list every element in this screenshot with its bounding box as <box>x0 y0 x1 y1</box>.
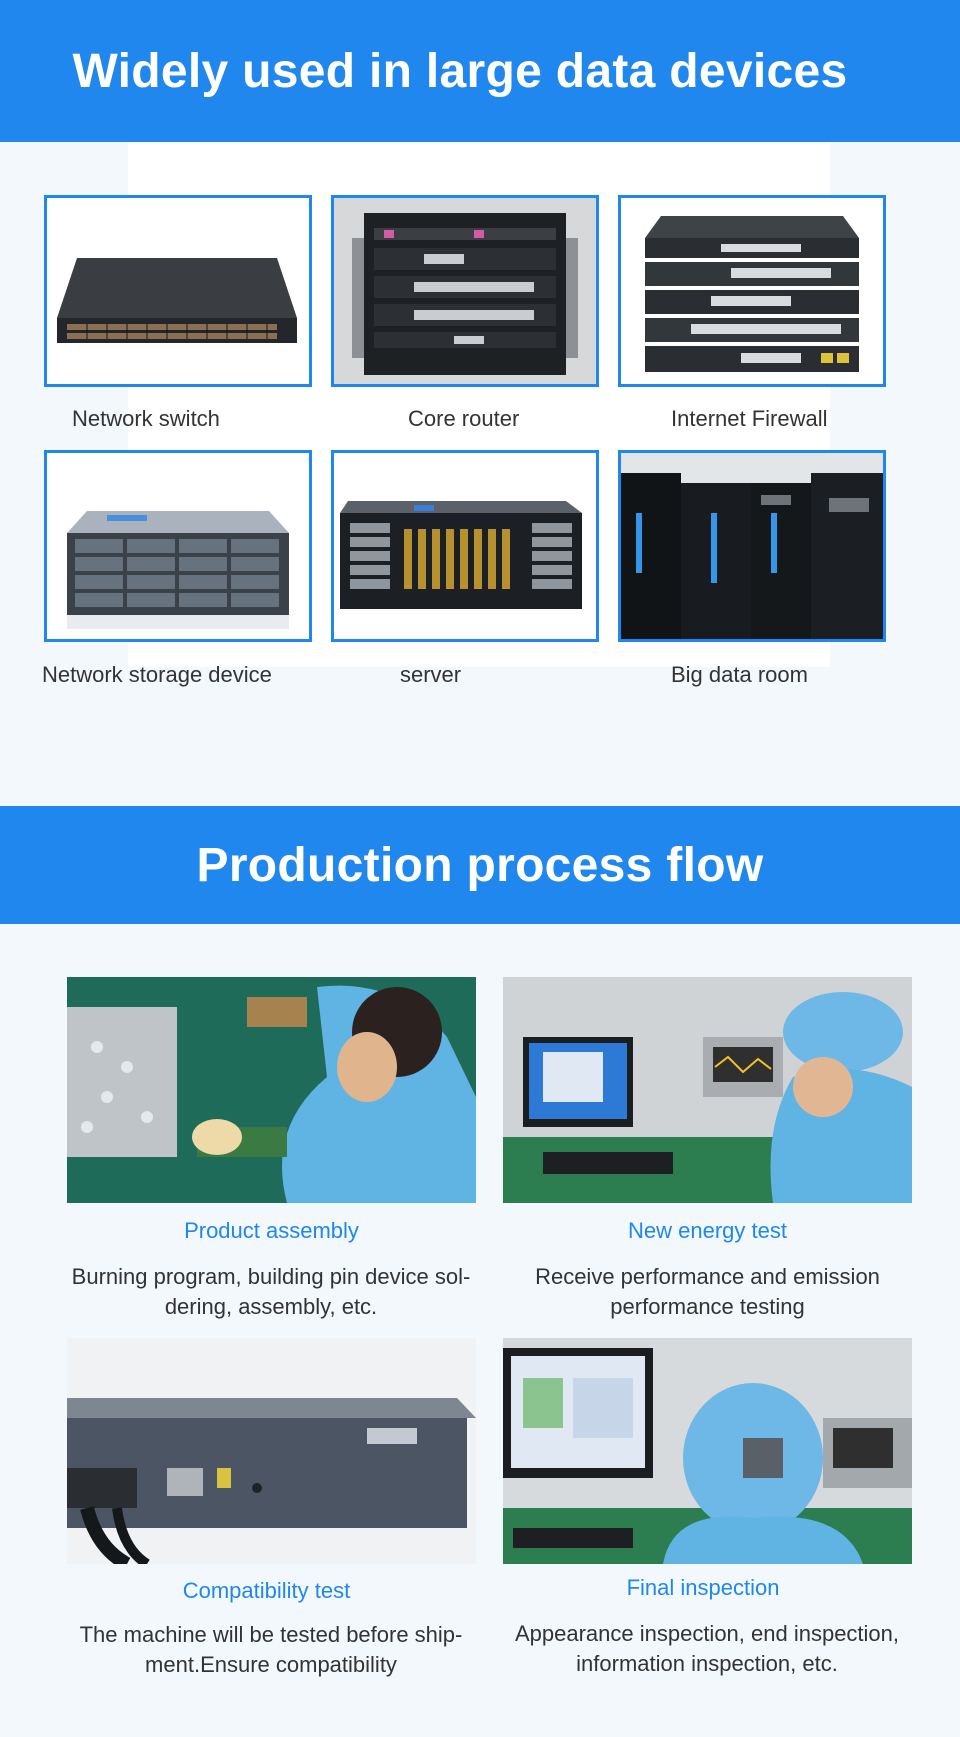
server-image <box>331 450 599 642</box>
process-title: Production process flow <box>196 838 764 892</box>
device-label-network-switch: Network switch <box>72 406 220 431</box>
internet-firewall-photo-icon <box>621 198 883 384</box>
device-label-core-router: Core router <box>408 406 520 431</box>
device-label-server: server <box>400 662 462 687</box>
server-photo-icon <box>334 453 596 639</box>
new-energy-test-image <box>503 977 912 1203</box>
step-title-compatibility-test: Compatibility test <box>182 1578 351 1603</box>
device-label-storage-device: Network storage device <box>42 662 272 687</box>
storage-device-photo-icon <box>47 453 309 639</box>
device-label-internet-firewall: Internet Firewall <box>671 406 828 431</box>
data-room-image <box>618 450 886 642</box>
core-router-image <box>331 195 599 387</box>
device-label-data-room: Big data room <box>671 662 808 687</box>
storage-device-image <box>44 450 312 642</box>
step-desc-new-energy-test: Receive performance and emission perform… <box>535 1264 880 1319</box>
applications-title: Widely used in large data devices <box>72 44 848 98</box>
final-inspection-photo-icon <box>503 1338 912 1564</box>
product-assembly-image <box>67 977 476 1203</box>
network-switch-image <box>44 195 312 387</box>
applications-banner: Widely used in large data devices <box>0 0 960 142</box>
step-title-product-assembly: Product assembly <box>184 1218 359 1243</box>
compatibility-test-image <box>67 1338 476 1564</box>
step-desc-compatibility-test: The machine will be tested before ship-m… <box>79 1622 463 1677</box>
internet-firewall-image <box>618 195 886 387</box>
step-title-final-inspection: Final inspection <box>626 1575 780 1600</box>
product-assembly-photo-icon <box>67 977 476 1203</box>
data-room-photo-icon <box>621 453 883 639</box>
network-switch-photo-icon <box>47 198 309 384</box>
core-router-photo-icon <box>334 198 596 384</box>
step-title-new-energy-test: New energy test <box>628 1218 787 1243</box>
final-inspection-image <box>503 1338 912 1564</box>
process-banner: Production process flow <box>0 806 960 924</box>
step-desc-final-inspection: Appearance inspection, end inspection, i… <box>514 1621 900 1676</box>
new-energy-test-photo-icon <box>503 977 912 1203</box>
compatibility-test-photo-icon <box>67 1338 476 1564</box>
step-desc-product-assembly: Burning program, building pin device sol… <box>71 1264 471 1319</box>
